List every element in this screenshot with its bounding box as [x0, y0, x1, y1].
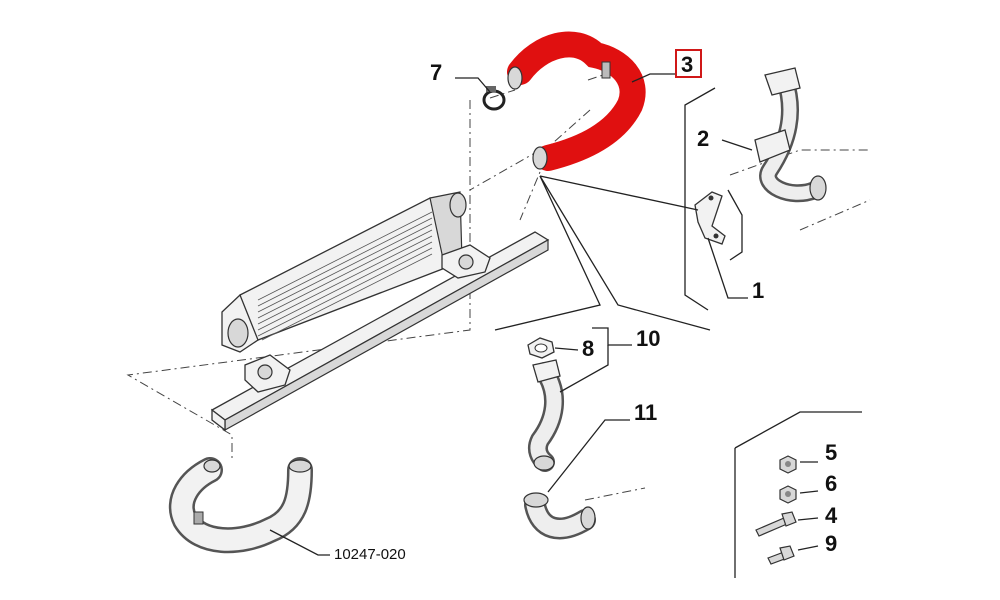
- bracket-part-1: [694, 191, 726, 245]
- highlight-box-part-3: [675, 49, 702, 78]
- callout-7[interactable]: 7: [430, 60, 442, 85]
- callout-8[interactable]: 8: [582, 336, 594, 361]
- nut-part-6: [779, 485, 797, 504]
- support-beam: [210, 231, 550, 432]
- callout-labels: 7 3 2 1 8 10 11 5 6 4 9 10247-020: [334, 52, 838, 563]
- mount-bracket-left: [244, 354, 291, 393]
- gasket-part-8: [527, 337, 555, 359]
- callout-10[interactable]: 10: [636, 326, 660, 351]
- bolt-part-4: [755, 511, 797, 537]
- nut-part-5: [779, 455, 797, 474]
- lower-hose-assembly: [168, 457, 313, 554]
- mount-bracket-right: [441, 244, 491, 279]
- pipe-part-10: [527, 359, 565, 472]
- callout-3[interactable]: 3: [681, 52, 693, 77]
- highlighted-hose-part-3: [507, 31, 646, 171]
- reference-code: 10247-020: [334, 546, 406, 563]
- callout-2[interactable]: 2: [697, 126, 709, 151]
- callout-1[interactable]: 1: [752, 278, 764, 303]
- bolt-part-9: [767, 545, 795, 565]
- leader-lines: [269, 73, 862, 578]
- pipe-part-2: [754, 67, 827, 203]
- hose-clamp-part-7: [482, 86, 506, 111]
- intercooler-fins: [257, 211, 433, 341]
- callout-9[interactable]: 9: [825, 531, 837, 556]
- callout-5[interactable]: 5: [825, 440, 837, 465]
- hose-part-11: [523, 492, 596, 540]
- callout-6[interactable]: 6: [825, 471, 837, 496]
- callout-11[interactable]: 11: [634, 400, 657, 425]
- callout-4[interactable]: 4: [825, 503, 838, 528]
- intercooler: [221, 191, 467, 353]
